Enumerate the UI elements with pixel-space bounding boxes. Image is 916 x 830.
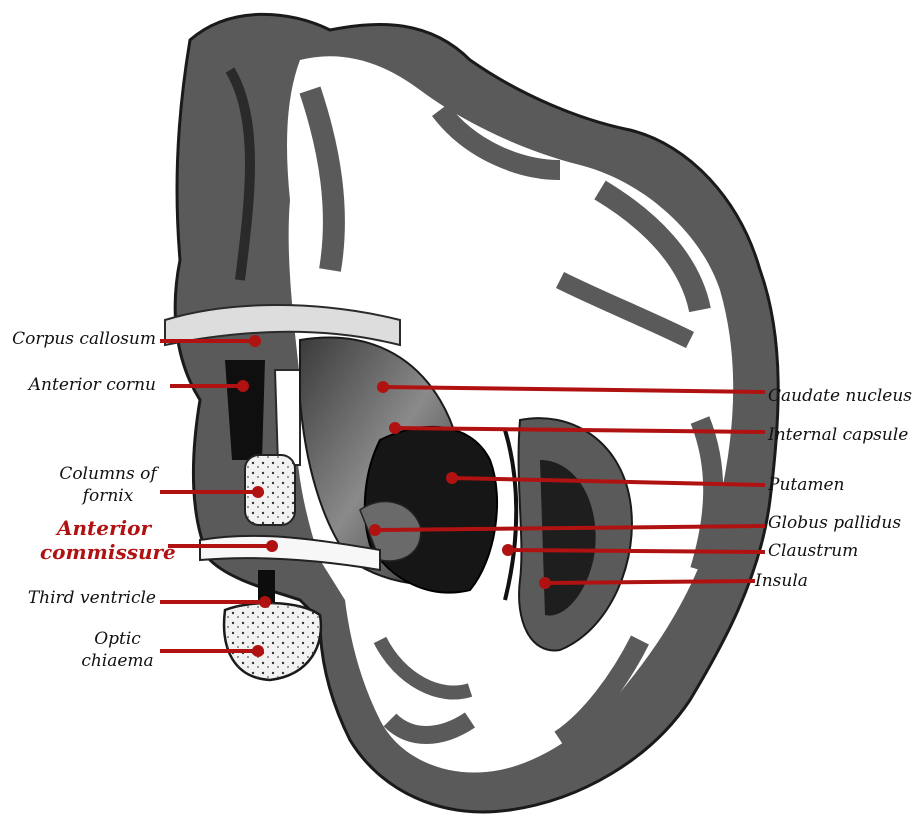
- leader-dot-third-ventricle: [259, 596, 271, 608]
- leader-dot-putamen: [446, 472, 458, 484]
- leader-dot-optic-chiaema: [252, 645, 264, 657]
- leader-dot-corpus-callosum: [249, 335, 261, 347]
- label-caudate-nucleus: Caudate nucleus: [768, 385, 912, 407]
- leader-line-claustrum: [508, 550, 765, 552]
- leader-dot-internal-capsule: [389, 422, 401, 434]
- septum-shape: [275, 370, 300, 465]
- leader-line-insula: [545, 581, 755, 583]
- leader-dot-columns-of-fornix: [252, 486, 264, 498]
- leader-dot-anterior-cornu: [237, 380, 249, 392]
- label-internal-capsule: Internal capsule: [768, 424, 908, 446]
- leader-dot-anterior-commissure: [266, 540, 278, 552]
- label-insula: Insula: [755, 570, 808, 592]
- label-globus-pallidus: Globus pallidus: [768, 512, 901, 534]
- leader-dot-insula: [539, 577, 551, 589]
- label-corpus-callosum: Corpus callosum: [12, 328, 156, 350]
- anterior-cornu-shape: [225, 360, 265, 460]
- label-third-ventricle: Third ventricle: [28, 587, 156, 609]
- leader-dot-globus-pallidus: [369, 524, 381, 536]
- label-anterior-cornu: Anterior cornu: [29, 374, 156, 396]
- leader-dot-claustrum: [502, 544, 514, 556]
- label-claustrum: Claustrum: [768, 540, 858, 562]
- label-columns-of-fornix: Columns of fornix: [54, 463, 162, 507]
- leader-dot-caudate-nucleus: [377, 381, 389, 393]
- label-optic-chiaema: Optic chiaema: [70, 628, 165, 672]
- label-putamen: Putamen: [768, 474, 844, 496]
- label-anterior-commissure: Anterior commissure: [40, 516, 168, 564]
